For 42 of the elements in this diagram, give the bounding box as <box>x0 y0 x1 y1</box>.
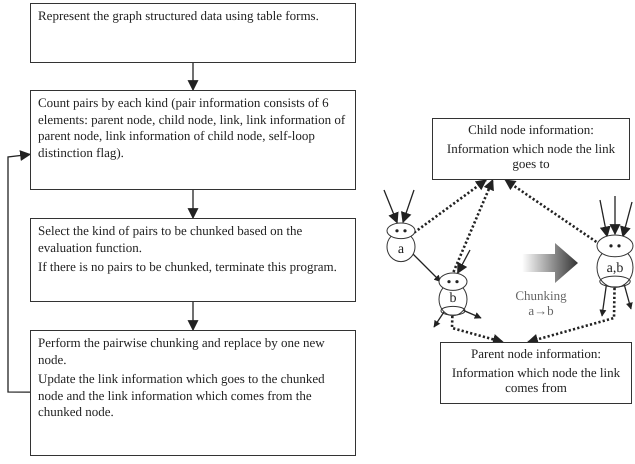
info-text: Information which node the link goes to <box>446 141 616 171</box>
step-text: Represent the graph structured data using table forms. <box>38 8 320 24</box>
info-box <box>432 118 630 180</box>
arrow <box>7 150 32 393</box>
node-label: a,b <box>606 261 624 278</box>
graph-node <box>386 222 416 262</box>
arrow <box>599 284 607 317</box>
info-box <box>440 342 632 404</box>
graph-node <box>438 272 468 316</box>
info-heading: Child node information: <box>467 122 595 137</box>
dotted-arrow <box>527 288 616 345</box>
process-box <box>30 330 356 456</box>
dotted-arrow <box>413 178 487 234</box>
arrow <box>188 302 198 332</box>
arrow <box>624 284 633 310</box>
process-box <box>30 90 356 190</box>
arrow <box>412 254 442 282</box>
arrow <box>433 311 445 328</box>
arrow <box>610 196 620 236</box>
step-text: Update the link information which goes to the chunked node and the link information which comes from the chunked node. <box>38 371 326 420</box>
chunking-label: Chunking a→b <box>514 288 568 318</box>
step-text: If there is no pairs to be chunked, terminate this program. <box>38 259 338 276</box>
process-box <box>30 218 356 302</box>
arrow <box>188 63 198 92</box>
arrow <box>383 190 399 224</box>
arrow <box>462 310 482 319</box>
process-box <box>30 3 356 63</box>
graph-node <box>596 234 634 288</box>
arrow <box>188 190 198 220</box>
node-label: b <box>448 291 458 308</box>
dotted-arrow <box>450 316 504 345</box>
arrow <box>620 202 633 238</box>
step-text: Count pairs by each kind (pair information consists of 6 elements: parent node, child node, link, link information of parent node, link information of child node, self-loop distinction flag). <box>38 95 346 161</box>
arrow <box>599 200 611 238</box>
arrow <box>400 190 415 224</box>
info-text: Information which node the link comes from <box>450 365 622 395</box>
arrow <box>457 250 471 274</box>
info-heading: Parent node information: <box>470 346 602 361</box>
dotted-arrow <box>452 179 494 273</box>
node-label: a <box>396 242 406 258</box>
step-text: Perform the pairwise chunking and replace by one new node. <box>38 335 326 368</box>
step-text: Select the kind of pairs to be chunked based on the evaluation function. <box>38 223 304 256</box>
